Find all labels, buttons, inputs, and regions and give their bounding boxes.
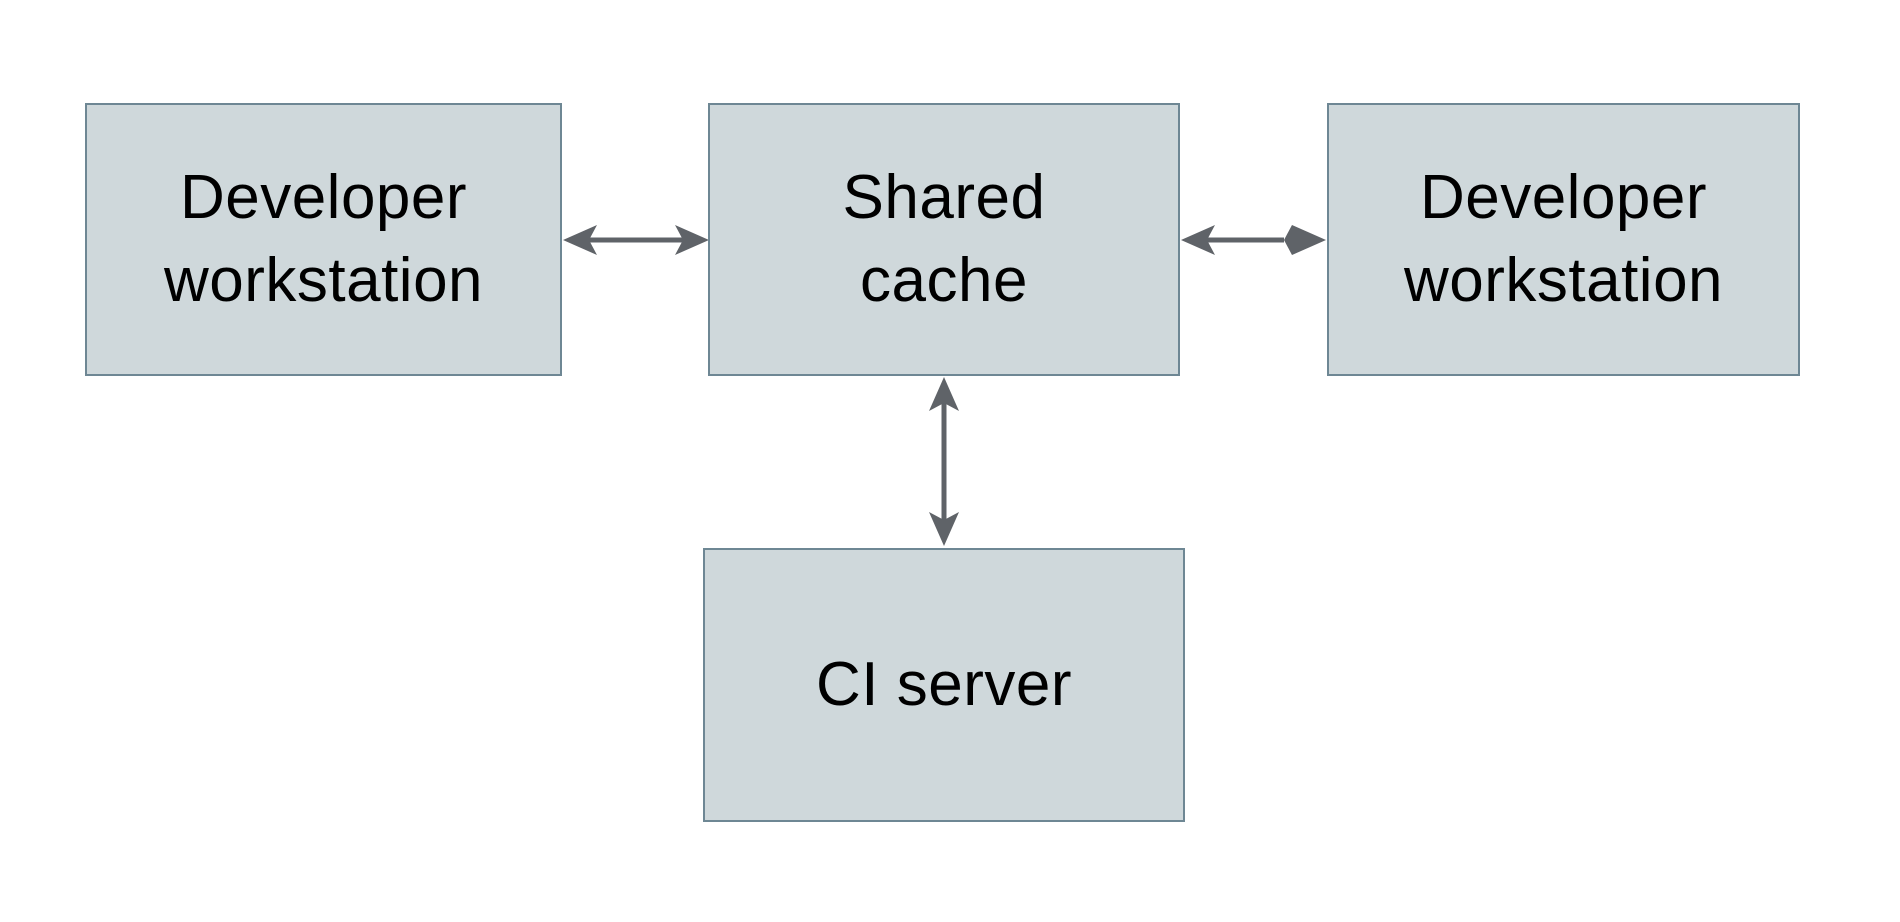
node-shared-cache: Shared cache [708, 103, 1180, 376]
edge-cache-ciserver [929, 377, 959, 546]
edge-devleft-cache [563, 225, 709, 255]
node-label: Developer workstation [163, 163, 484, 315]
node-ci-server: CI server [703, 548, 1185, 822]
node-label: CI server [816, 649, 1072, 719]
node-developer-workstation-left: Developer workstation [85, 103, 562, 376]
node-label: Shared cache [842, 163, 1046, 315]
node-developer-workstation-right: Developer workstation [1327, 103, 1800, 376]
edge-cache-devright [1181, 225, 1326, 255]
node-label: Developer workstation [1403, 163, 1724, 315]
